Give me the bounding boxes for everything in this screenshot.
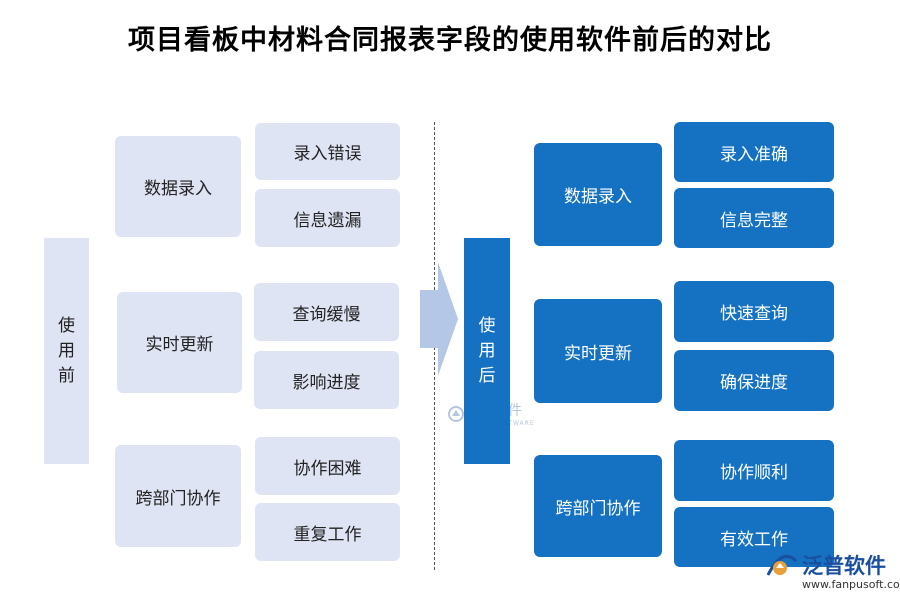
after-category-data-entry: 数据录入: [534, 143, 662, 246]
before-issue-box: 查询缓慢: [254, 283, 399, 341]
after-result-box: 确保进度: [674, 350, 834, 411]
after-label-char: 使: [478, 315, 496, 336]
after-label-char: 用: [478, 340, 496, 361]
before-issue-box: 影响进度: [254, 351, 399, 409]
watermark-logo-icon: [448, 405, 464, 422]
before-label-box: 使 用 前: [44, 238, 89, 464]
page-title: 项目看板中材料合同报表字段的使用软件前后的对比: [128, 25, 772, 56]
brand-url: www.fanpusoft.com: [802, 578, 900, 591]
before-issue-box: 重复工作: [255, 503, 400, 561]
after-result-box: 录入准确: [674, 122, 834, 182]
before-label-char: 使: [58, 315, 75, 336]
before-issue-box: 录入错误: [255, 123, 400, 180]
before-issue-box: 协作困难: [255, 437, 400, 495]
transition-arrow-icon: [420, 262, 458, 376]
after-category-realtime-update: 实时更新: [534, 299, 662, 403]
after-result-box: 信息完整: [674, 188, 834, 248]
before-category-data-entry: 数据录入: [115, 136, 241, 237]
brand-logo-icon: [766, 554, 798, 576]
after-result-box: 协作顺利: [674, 440, 834, 501]
after-label-box: 使 用 后: [464, 238, 510, 464]
before-label-char: 用: [58, 340, 75, 361]
after-result-box: 快速查询: [674, 281, 834, 342]
before-issue-box: 信息遗漏: [255, 189, 400, 247]
brand-logo: 泛普软件 www.fanpusoft.com: [766, 550, 900, 591]
before-category-cross-department: 跨部门协作: [115, 445, 241, 547]
after-label-char: 后: [478, 365, 496, 386]
after-result-box: 有效工作: [674, 507, 834, 567]
before-category-realtime-update: 实时更新: [117, 292, 242, 393]
brand-name: 泛普软件: [802, 554, 886, 578]
after-category-cross-department: 跨部门协作: [534, 455, 662, 557]
before-label-char: 前: [58, 365, 75, 386]
